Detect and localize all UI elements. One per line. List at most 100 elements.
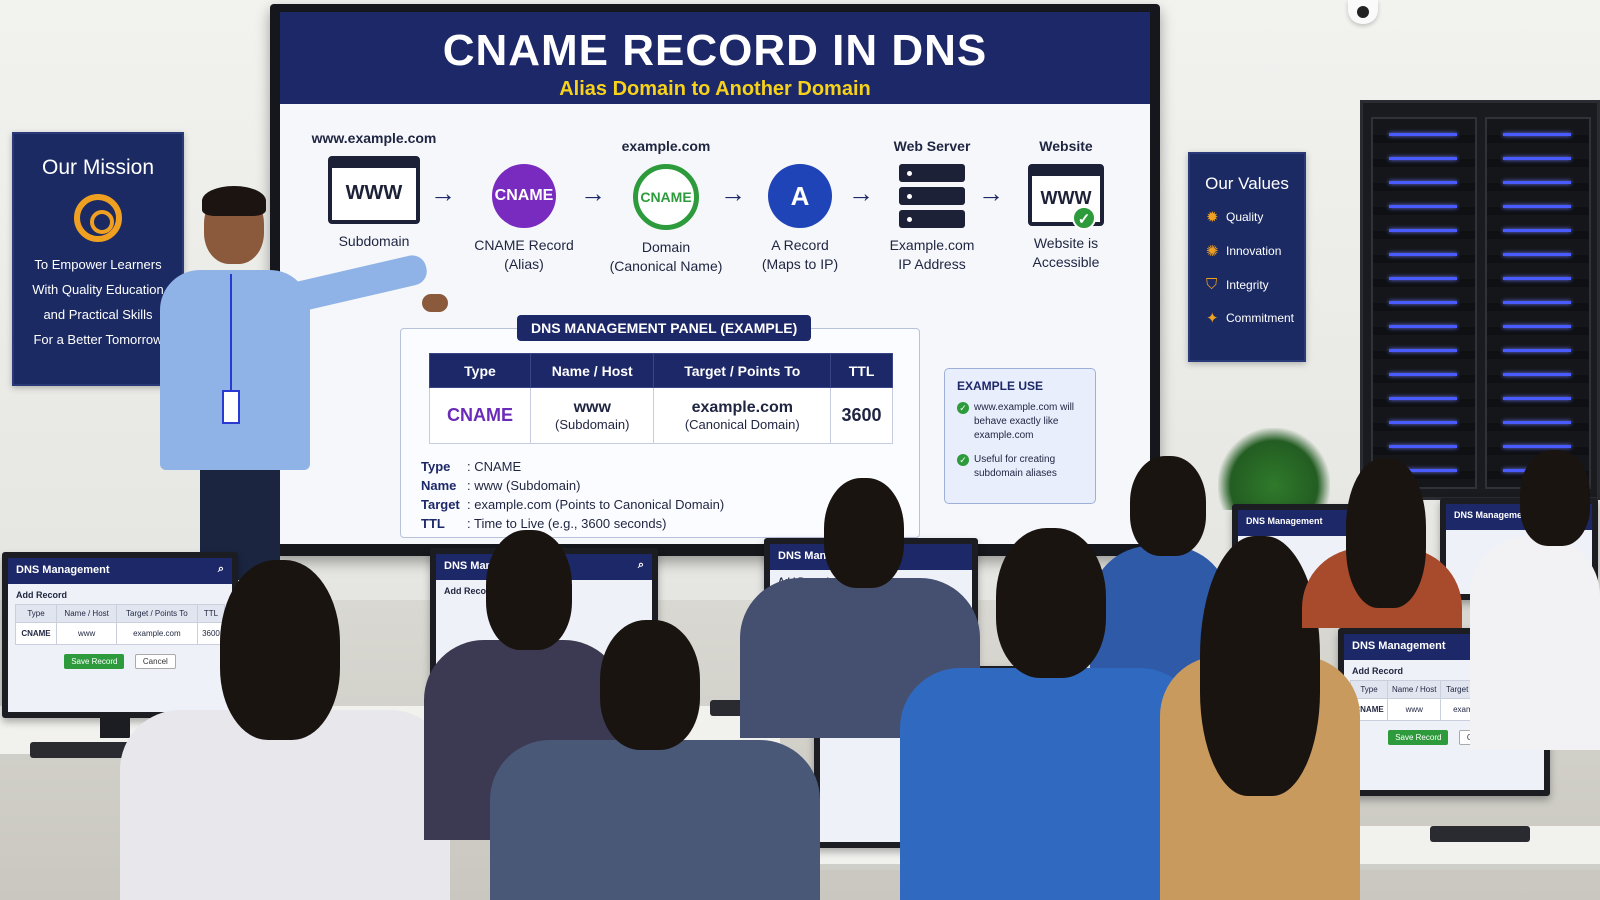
instructor (160, 186, 448, 580)
rack-led-strip (1389, 229, 1457, 232)
legend-key: Name (421, 478, 457, 493)
rack-led-strip (1389, 253, 1457, 256)
column-header: Type (429, 353, 531, 388)
flow-caption: Website is (1033, 235, 1099, 251)
arrow-icon: → (848, 178, 874, 208)
target-input[interactable]: example.com (116, 622, 198, 645)
rack-led-strip (1389, 445, 1457, 448)
legend-row: TTL: Time to Live (e.g., 3600 seconds) (421, 514, 724, 533)
student (1470, 450, 1600, 750)
flow-caption: (Alias) (504, 256, 544, 272)
flow-node-a-record: A A Record (Maps to IP) (730, 138, 870, 274)
legend-value: : example.com (Points to Canonical Domai… (467, 497, 725, 512)
arrow-icon: → (720, 178, 746, 208)
value-item: ✹Quality (1206, 208, 1304, 226)
student (120, 560, 450, 900)
name-input[interactable]: www (56, 622, 118, 645)
arrow-icon: → (978, 178, 1004, 208)
arrow-icon: → (580, 178, 606, 208)
ttl-input[interactable]: 3600 (196, 622, 226, 645)
student-hair (1346, 458, 1426, 608)
rack-led-strip (1503, 277, 1571, 280)
app-title: DNS Management (1352, 640, 1446, 652)
handshake-icon: ✦ (1206, 310, 1219, 327)
rack-led-strip (1389, 133, 1457, 136)
record-name-note: (Subdomain) (555, 417, 630, 432)
rack-led-strip (1503, 421, 1571, 424)
flow-node-subdomain: www.example.com WWW Subdomain (304, 130, 444, 251)
legend-row: Target: example.com (Points to Canonical… (421, 495, 724, 514)
mission-line: For a Better Tomorrow (33, 332, 163, 347)
record-table: Type Name / Host Target / Points To TTL … (429, 353, 893, 444)
flow-top-label: Web Server (893, 138, 971, 154)
student (1302, 458, 1462, 628)
slide-title: CNAME RECORD IN DNS (442, 26, 988, 75)
record-target-note: (Canonical Domain) (684, 417, 800, 432)
server-unit (899, 210, 965, 228)
flow-node-website: Website WWW ✓ Website is Accessible (996, 138, 1136, 272)
student (900, 528, 1200, 900)
legend-value: : CNAME (467, 459, 522, 474)
rack-led-strip (1503, 349, 1571, 352)
rack-led-strip (1503, 445, 1571, 448)
flow-top-label (454, 138, 594, 160)
rack-led-strip (1389, 373, 1457, 376)
flow-top-label (730, 138, 870, 160)
flow-top-label: www.example.com (311, 130, 437, 146)
table-row: CNAME www (Subdomain) example.com (Canon… (429, 387, 893, 444)
mission-poster: Our Mission To Empower Learners With Qua… (12, 132, 184, 386)
search-icon[interactable]: ⌕ (217, 563, 224, 575)
legend-key: Type (421, 459, 451, 474)
instructor-hand (422, 294, 448, 312)
rack-led-strip (1389, 421, 1457, 424)
rack-led-strip (1503, 325, 1571, 328)
lanyard (230, 274, 232, 392)
column-header: Type (14, 604, 58, 623)
mission-title: Our Mission (41, 156, 155, 179)
app-title: DNS Management (16, 564, 110, 576)
flow-caption: A Record (771, 237, 829, 253)
lightbulb-icon: ✺ (1206, 243, 1219, 260)
server-icon (899, 164, 965, 228)
record-ttl-cell: 3600 (830, 387, 893, 444)
search-icon[interactable]: ⌕ (637, 559, 644, 571)
student-hair (600, 620, 700, 750)
monitor-stand (100, 718, 130, 738)
values-title: Our Values (1205, 174, 1289, 193)
column-header: Target / Points To (653, 353, 832, 388)
value-label: Innovation (1226, 244, 1282, 258)
column-header: TTL (830, 353, 893, 388)
example-use-item: ✓www.example.com will behave exactly lik… (957, 401, 1083, 443)
check-icon: ✓ (1072, 206, 1096, 230)
column-header: TTL (196, 604, 226, 623)
save-record-button[interactable]: Save Record (1388, 730, 1449, 745)
table-header-row: Type Name / Host Target / Points To TTL (429, 353, 893, 388)
rack-led-strip (1503, 397, 1571, 400)
rack-led-strip (1389, 181, 1457, 184)
app-title-bar: DNS Management ⌕ (8, 558, 232, 584)
rack-led-strip (1503, 373, 1571, 376)
rack-led-strip (1389, 325, 1457, 328)
browser-window-icon: WWW (328, 156, 420, 224)
rack-door (1485, 117, 1591, 489)
rack-led-strip (1503, 229, 1571, 232)
rack-led-strip (1503, 253, 1571, 256)
type-select[interactable]: CNAME (14, 622, 58, 645)
value-label: Commitment (1226, 311, 1295, 325)
cancel-button[interactable]: Cancel (134, 654, 176, 669)
id-badge (222, 390, 240, 424)
student-shirt (490, 740, 820, 900)
potted-plant (1218, 428, 1330, 510)
student-hair (1200, 536, 1320, 796)
website-icon-label: WWW (1040, 188, 1092, 208)
add-record-heading: Add Record (16, 590, 68, 600)
column-header: Type (1349, 680, 1389, 699)
rack-led-strip (1389, 397, 1457, 400)
flow-caption: Domain (641, 239, 691, 255)
keyboard (1430, 826, 1530, 842)
name-input[interactable]: www (1387, 698, 1442, 721)
save-record-button[interactable]: Save Record (64, 654, 125, 669)
shield-icon: ⛉ (1206, 276, 1218, 293)
student (490, 620, 820, 900)
values-poster: Our Values ✹Quality ✺Innovation ⛉Integri… (1188, 152, 1306, 362)
